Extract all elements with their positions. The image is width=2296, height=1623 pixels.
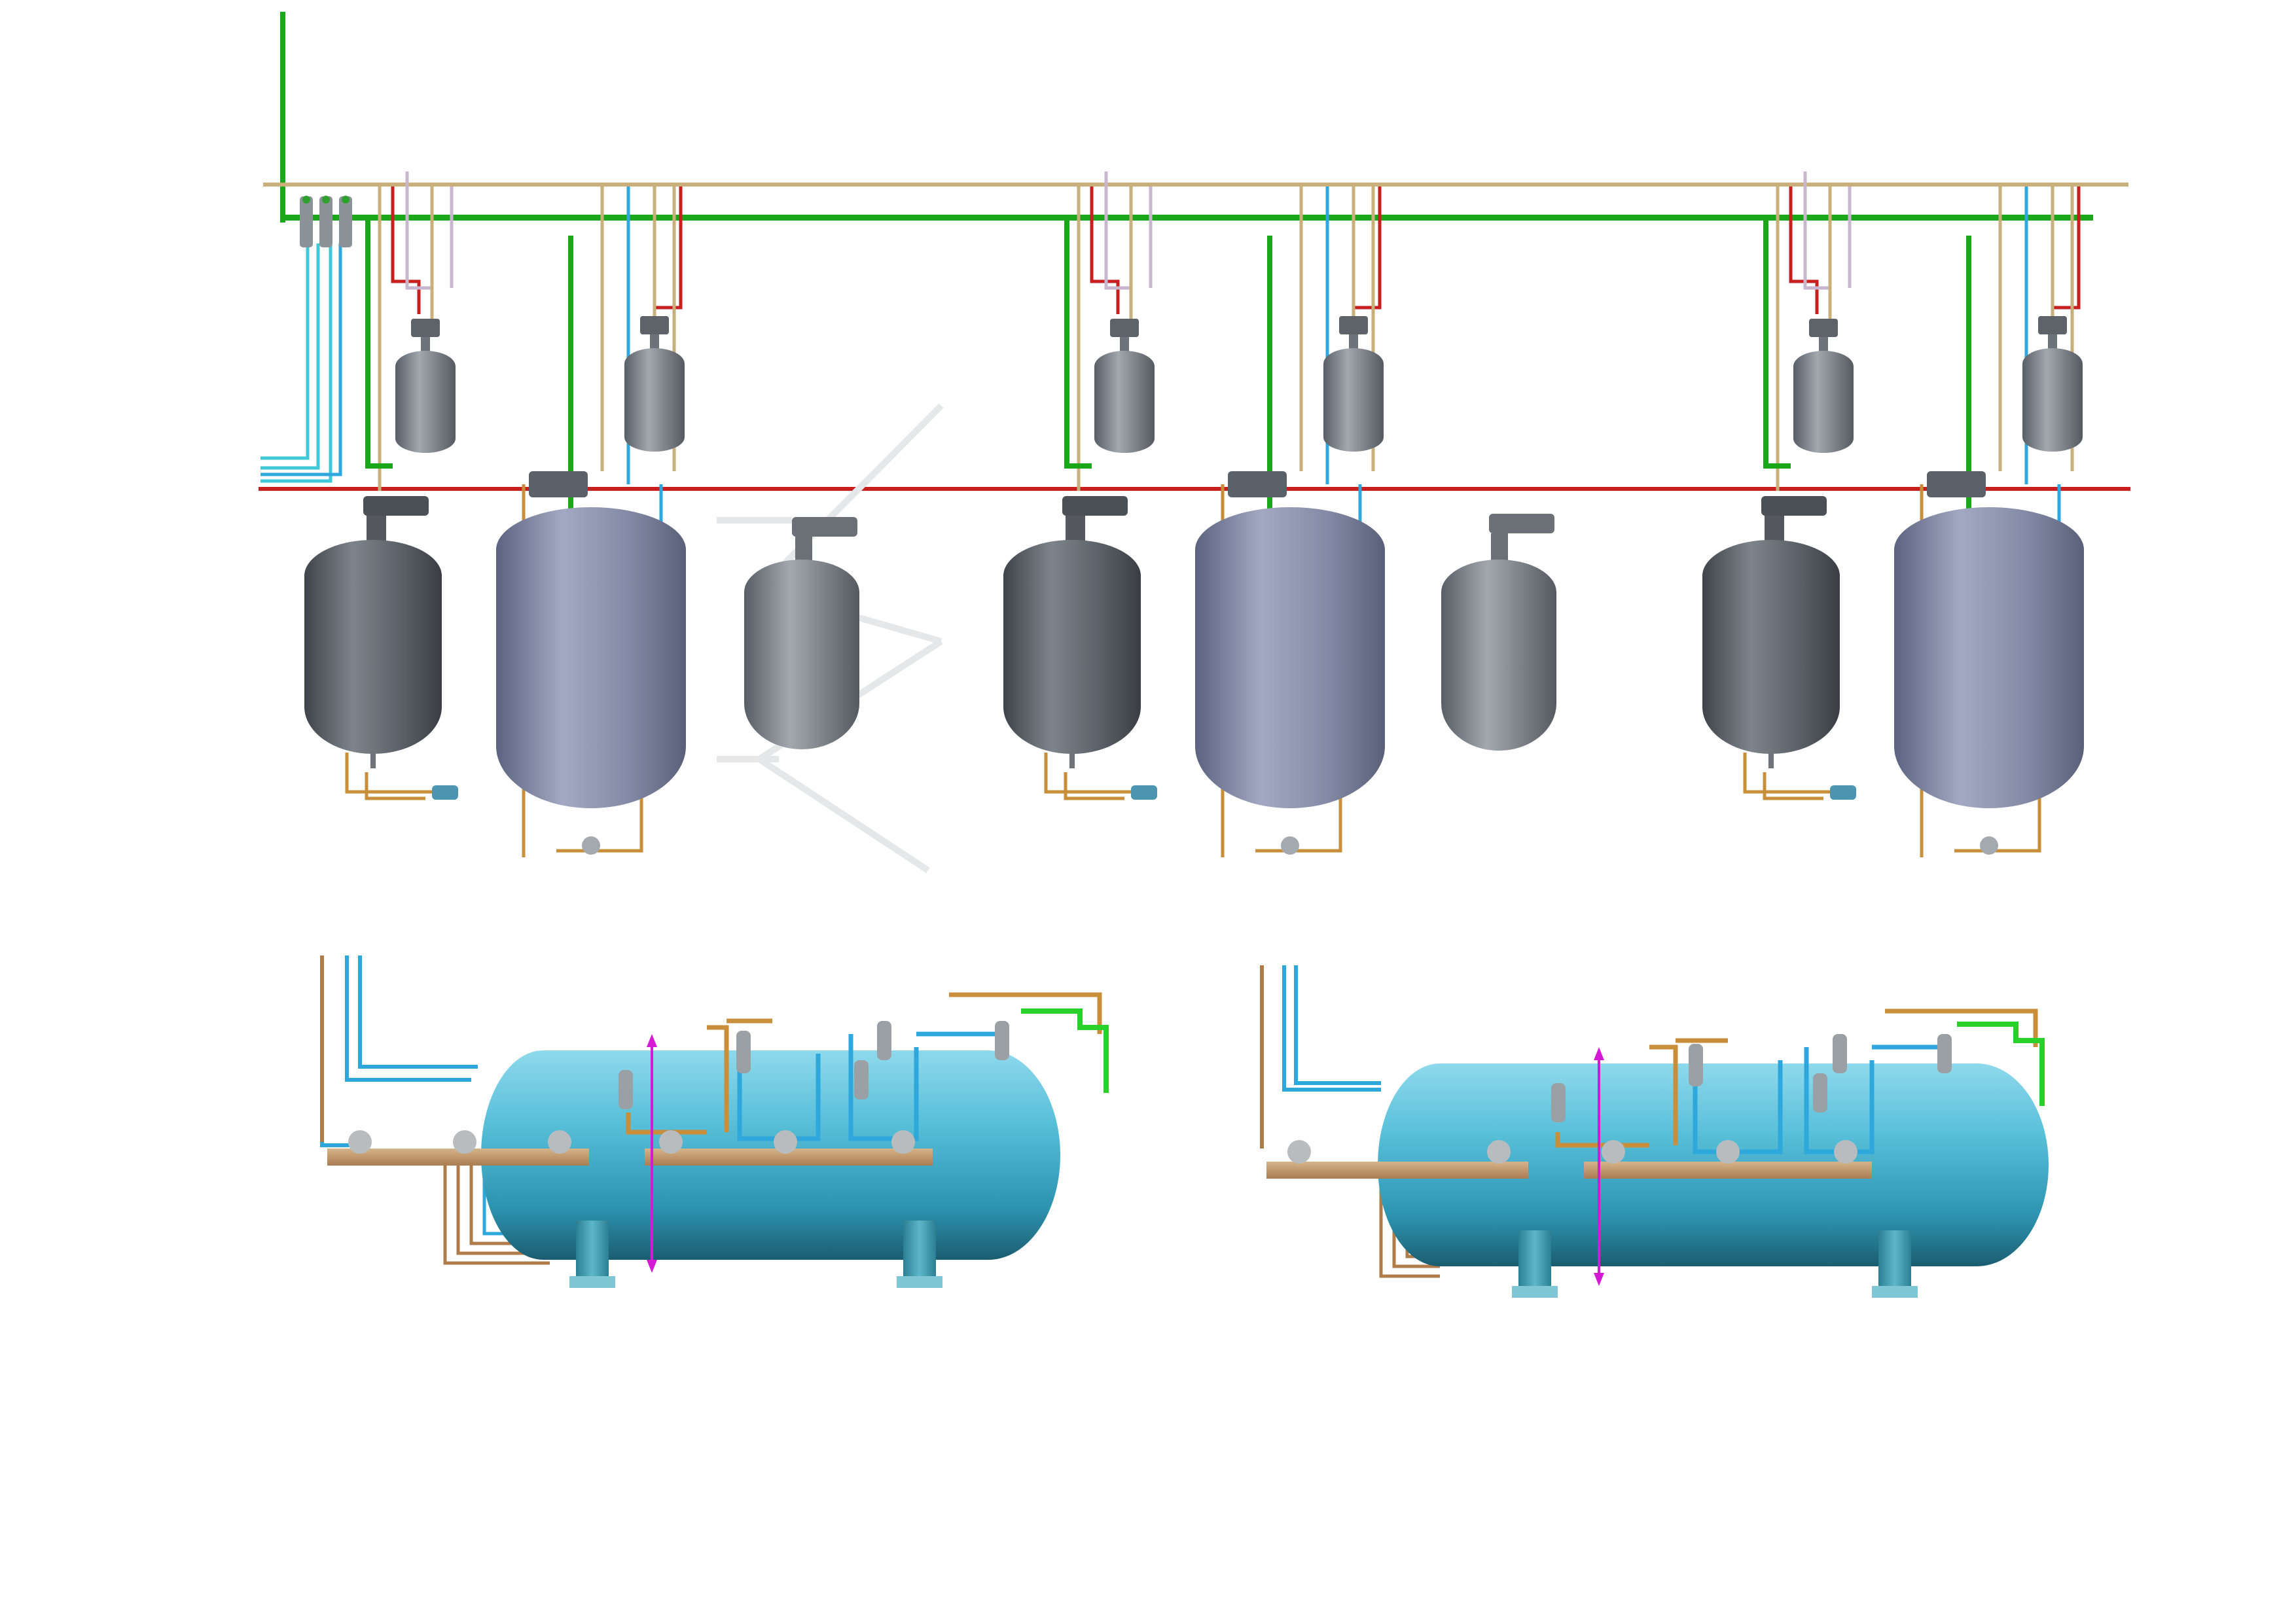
platform-left	[1266, 1162, 1528, 1179]
vessel-bottom	[624, 423, 685, 452]
filter-unit	[339, 196, 352, 247]
instrument	[1551, 1083, 1566, 1122]
top-vessel-b	[624, 316, 685, 452]
pump	[1834, 1140, 1857, 1164]
standalone-vessel-2	[1441, 514, 1556, 751]
top-piping-green	[1957, 1022, 2045, 1106]
pump	[453, 1130, 476, 1154]
copper-lines	[345, 484, 643, 857]
vessel-neck	[1491, 533, 1508, 563]
horizontal-tank-left	[320, 955, 1109, 1288]
green-header	[280, 215, 2093, 221]
filter-bank	[300, 196, 352, 247]
green-riser	[280, 12, 285, 223]
top-vessel-a	[395, 319, 456, 453]
saddle-support	[576, 1221, 609, 1283]
tank-end-right	[1905, 1063, 2049, 1266]
saddle-base	[1872, 1286, 1918, 1298]
filter-unit	[300, 196, 313, 247]
saddle-support	[1518, 1230, 1551, 1293]
vessel-bottom	[395, 424, 456, 453]
pump	[1716, 1140, 1740, 1164]
saddle-support	[1878, 1230, 1911, 1293]
motor	[1489, 514, 1554, 533]
level-marker-arrow-up	[647, 1034, 657, 1047]
gold-header	[263, 183, 2128, 187]
blue-inlet-lines	[260, 243, 342, 476]
dark-reactor	[304, 496, 458, 800]
inlet-pipes	[320, 955, 478, 1147]
pump	[548, 1130, 571, 1154]
vessel-neck	[795, 537, 812, 563]
saddle-base	[569, 1276, 615, 1288]
agitator-neck	[421, 337, 430, 355]
instrument	[736, 1031, 751, 1073]
instrument	[1689, 1044, 1703, 1086]
level-marker-arrow-down	[647, 1260, 657, 1273]
instrument	[1813, 1073, 1827, 1113]
motor	[363, 496, 429, 516]
stair-landing	[717, 517, 792, 762]
top-piping-copper	[1555, 1008, 2038, 1148]
pump	[659, 1130, 683, 1154]
reactor-group-2	[1003, 171, 1385, 857]
horizontal-tank-right	[1260, 965, 2049, 1298]
reactor-bottom	[304, 660, 442, 754]
large-reactor	[496, 471, 686, 855]
top-piping-green	[1021, 1008, 1109, 1093]
reactor-group-3	[1702, 171, 2084, 857]
reactor-bottom	[496, 684, 686, 808]
red-header	[259, 487, 2130, 491]
filter-gauge	[322, 196, 330, 204]
filter-gauge	[342, 196, 350, 204]
pump	[1287, 1140, 1311, 1164]
pump	[348, 1130, 372, 1154]
pump	[1602, 1140, 1625, 1164]
instrument	[619, 1070, 633, 1109]
vessel-bottom	[744, 658, 859, 749]
saddle-base	[897, 1276, 942, 1288]
reactor-group-1	[304, 171, 686, 857]
instrument	[877, 1021, 891, 1060]
pump	[432, 785, 458, 800]
gold-lines	[378, 187, 676, 491]
top-piping-copper	[626, 992, 1102, 1135]
saddle-support	[903, 1221, 936, 1283]
filter-unit	[319, 196, 332, 247]
agitator-neck	[650, 334, 659, 353]
pump	[891, 1130, 915, 1154]
red-feed-line	[391, 187, 683, 327]
platform-right	[1584, 1162, 1872, 1179]
motor	[640, 316, 669, 334]
motor	[529, 471, 588, 497]
reactor-outlet	[370, 753, 376, 768]
instrument	[995, 1021, 1009, 1060]
instrument	[854, 1060, 869, 1099]
saddle-base	[1512, 1286, 1558, 1298]
inlet-pipes	[1282, 965, 1381, 1092]
bottom-valve	[582, 836, 600, 855]
motor	[411, 319, 440, 337]
standalone-vessel-1	[744, 517, 859, 749]
instrument	[1833, 1034, 1847, 1073]
motor	[792, 517, 857, 537]
instrument	[1937, 1034, 1952, 1073]
level-marker-arrow-down	[1594, 1273, 1604, 1286]
tank-end-right	[916, 1050, 1060, 1260]
lilac-line	[405, 171, 454, 290]
vessel-bottom	[1441, 656, 1556, 751]
header-pipes	[259, 12, 2130, 491]
cyan-inlet-lines	[260, 243, 332, 483]
pump	[774, 1130, 797, 1154]
filter-gauge	[302, 196, 310, 204]
level-marker-arrow-up	[1594, 1047, 1604, 1060]
pump	[1487, 1140, 1511, 1164]
